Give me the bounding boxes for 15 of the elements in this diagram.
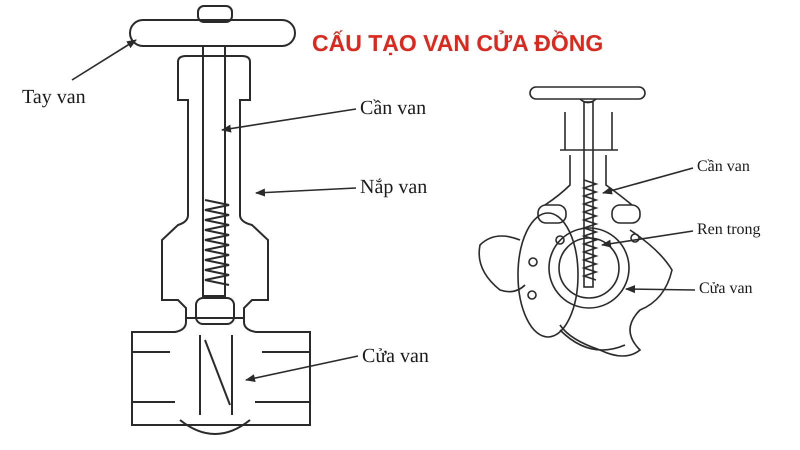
leader-line (72, 39, 137, 81)
leader-line (245, 355, 358, 382)
title: CẤU TẠO VAN CỬA ĐỒNG (312, 30, 604, 57)
part-label: Cửa van (362, 345, 429, 367)
leader-line (625, 285, 696, 294)
part-label: Ren trong (697, 221, 761, 239)
leader-line (255, 187, 356, 197)
part-label: Cần van (697, 158, 750, 176)
part-label: Tay van (22, 86, 86, 108)
leader-line (221, 108, 356, 133)
leader-line (601, 230, 694, 248)
part-label: Cửa van (699, 280, 753, 298)
part-label: Nắp van (360, 176, 428, 198)
leader-line (602, 167, 694, 194)
part-label: Cần van (360, 97, 426, 119)
